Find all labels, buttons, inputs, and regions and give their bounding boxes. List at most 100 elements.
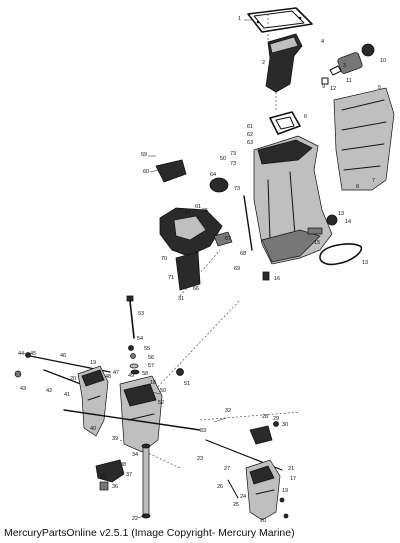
part-label-19: 19 xyxy=(90,360,96,366)
adapter-plate xyxy=(159,207,233,291)
leader-lines xyxy=(23,19,252,519)
part-label-65: 65 xyxy=(202,208,208,214)
left-clamp-bracket xyxy=(77,365,109,437)
part-label-66: 66 xyxy=(193,286,199,292)
part-label-30: 30 xyxy=(282,422,288,428)
part-label-54: 54 xyxy=(137,336,143,342)
part-label-1: 1 xyxy=(238,16,241,22)
part-label-73b: 73 xyxy=(230,161,236,167)
part-label-34: 34 xyxy=(132,452,138,458)
part-label-41: 41 xyxy=(64,392,70,398)
part-label-7: 7 xyxy=(372,178,375,184)
part-label-48: 48 xyxy=(105,374,111,380)
part-label-70: 70 xyxy=(161,256,167,262)
part-label-59: 59 xyxy=(141,152,147,158)
part-label-3: 3 xyxy=(343,63,346,69)
part-number-labels: 1 2 3 4 5 6 7 8 9 10 11 12 13 14 15 16 1… xyxy=(18,16,386,524)
part-label-37: 37 xyxy=(126,472,132,478)
part-label-25: 25 xyxy=(233,502,239,508)
part-label-16: 16 xyxy=(274,276,280,282)
shift-connector-group xyxy=(321,43,375,85)
part-label-58: 58 xyxy=(142,371,148,377)
part-label-32: 32 xyxy=(225,408,231,414)
part-label-53: 53 xyxy=(138,311,144,317)
part-label-13: 13 xyxy=(338,211,344,217)
right-side-hardware xyxy=(227,421,289,519)
part-label-22: 22 xyxy=(132,516,138,522)
part-label-71: 71 xyxy=(168,275,174,281)
part-label-36: 36 xyxy=(112,484,118,490)
part-label-62b: 62 xyxy=(185,210,191,216)
part-label-9: 9 xyxy=(322,84,325,90)
part-label-20b: 20 xyxy=(260,518,266,524)
part-label-73a: 73 xyxy=(230,151,236,157)
part-label-44: 44 xyxy=(18,351,24,357)
pivot-bolt xyxy=(126,295,135,339)
part-label-68: 68 xyxy=(240,251,246,257)
part-label-52: 52 xyxy=(158,400,164,406)
part-label-2: 2 xyxy=(262,60,265,66)
part-label-39: 39 xyxy=(112,436,118,442)
part-label-11: 11 xyxy=(346,78,352,84)
top-gasket-plate xyxy=(247,7,313,33)
part-label-69: 69 xyxy=(234,266,240,272)
part-label-33: 33 xyxy=(200,428,206,434)
part-label-5: 5 xyxy=(378,85,381,91)
part-label-50: 50 xyxy=(220,156,226,162)
part-label-12: 12 xyxy=(330,86,336,92)
part-label-31: 31 xyxy=(178,296,184,302)
exhaust-tube xyxy=(265,33,303,93)
water-tube-seal xyxy=(307,214,363,266)
part-label-73c: 73 xyxy=(234,186,240,192)
part-label-8: 8 xyxy=(356,184,359,190)
part-label-38: 38 xyxy=(120,462,126,468)
part-label-56: 56 xyxy=(148,355,154,361)
part-label-64: 64 xyxy=(210,172,216,178)
part-label-28: 28 xyxy=(262,414,268,420)
part-label-23: 23 xyxy=(197,456,203,462)
part-label-60: 60 xyxy=(143,169,149,175)
part-label-55: 55 xyxy=(144,346,150,352)
side-cover xyxy=(333,87,395,191)
part-label-67: 67 xyxy=(225,236,231,242)
part-label-4: 4 xyxy=(321,39,324,45)
part-label-61b: 61 xyxy=(195,204,201,210)
part-label-26: 26 xyxy=(217,484,223,490)
part-label-17: 17 xyxy=(290,476,296,482)
part-label-42: 42 xyxy=(46,388,52,394)
part-label-10: 10 xyxy=(380,58,386,64)
part-label-45: 45 xyxy=(30,351,36,357)
part-label-50b: 50 xyxy=(160,388,166,394)
right-clamp-bracket xyxy=(245,459,281,521)
part-label-19b: 19 xyxy=(282,488,288,494)
part-label-29: 29 xyxy=(273,416,279,422)
part-label-40: 40 xyxy=(90,426,96,432)
part-label-15: 15 xyxy=(314,240,320,246)
tilt-lever xyxy=(95,459,125,491)
part-label-43: 43 xyxy=(20,386,26,392)
part-label-63: 63 xyxy=(247,140,253,146)
part-label-57: 57 xyxy=(148,363,154,369)
part-label-21: 21 xyxy=(288,466,294,472)
swivel-bracket xyxy=(119,375,163,453)
part-label-35: 35 xyxy=(100,474,106,480)
part-label-49: 49 xyxy=(128,373,134,379)
part-label-27: 27 xyxy=(224,466,230,472)
vertical-rod xyxy=(141,443,151,519)
driveshaft-housing xyxy=(253,135,333,265)
part-label-6: 6 xyxy=(304,114,307,120)
small-gasket xyxy=(269,111,301,135)
part-label-14: 14 xyxy=(345,219,351,225)
part-label-24: 24 xyxy=(240,494,246,500)
part-label-62: 62 xyxy=(247,132,253,138)
part-label-20: 20 xyxy=(70,376,76,382)
part-label-46: 46 xyxy=(60,353,66,359)
upper-mount-cover xyxy=(155,159,187,183)
link-rod xyxy=(243,195,253,251)
part-label-47: 47 xyxy=(113,370,119,376)
part-label-61: 61 xyxy=(247,124,253,130)
small-hardware xyxy=(128,345,184,376)
part-label-13b: 13 xyxy=(362,260,368,266)
